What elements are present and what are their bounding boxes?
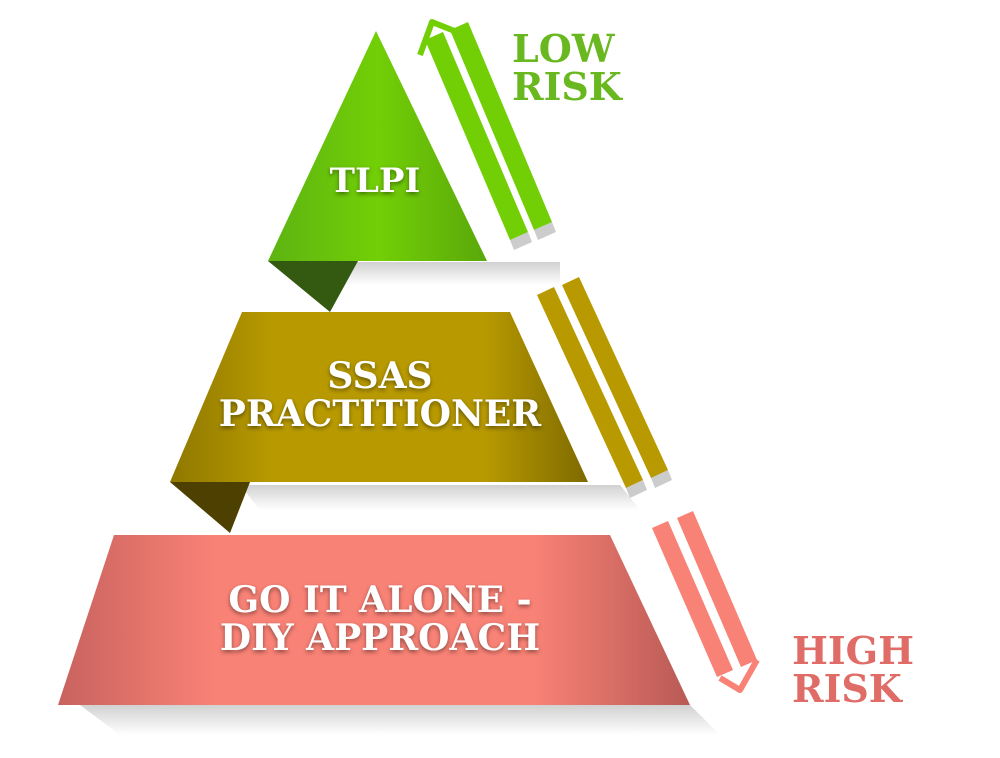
high-risk-line2: RISK <box>792 666 902 711</box>
tier-shadow <box>240 485 640 510</box>
tier-top-fold <box>268 261 358 312</box>
tier-middle-shape <box>170 312 588 482</box>
tier-bottom-label: GO IT ALONE - DIY APPROACH <box>150 579 610 659</box>
arrow-up-icon <box>417 19 556 250</box>
tier-middle-label-line1: SSAS <box>327 355 433 397</box>
tier-middle-label-line2: PRACTITIONER <box>218 392 542 435</box>
tier-top-shape <box>268 31 487 261</box>
high-risk-line1: HIGH <box>792 628 915 673</box>
tier-top <box>268 31 487 312</box>
tier-middle-fold <box>170 482 250 533</box>
high-risk-label: HIGH RISK <box>792 632 914 708</box>
low-risk-label: LOW RISK <box>512 30 622 106</box>
tier-top-label: TLPI <box>329 161 421 201</box>
low-risk-line2: RISK <box>512 64 622 109</box>
low-risk-line1: LOW <box>512 26 615 71</box>
tier-bottom <box>58 535 690 705</box>
tier-middle <box>170 312 588 533</box>
tier-bottom-label-line1: GO IT ALONE - <box>228 579 532 621</box>
tier-shadow <box>80 705 720 735</box>
arrow-down-icon <box>652 511 760 693</box>
tier-bottom-shape <box>58 535 690 705</box>
tier-middle-label: SSAS PRACTITIONER <box>180 355 580 435</box>
tier-bottom-label-line2: DIY APPROACH <box>219 616 541 659</box>
risk-bars-middle <box>537 277 672 498</box>
tier-shadow <box>300 262 560 285</box>
